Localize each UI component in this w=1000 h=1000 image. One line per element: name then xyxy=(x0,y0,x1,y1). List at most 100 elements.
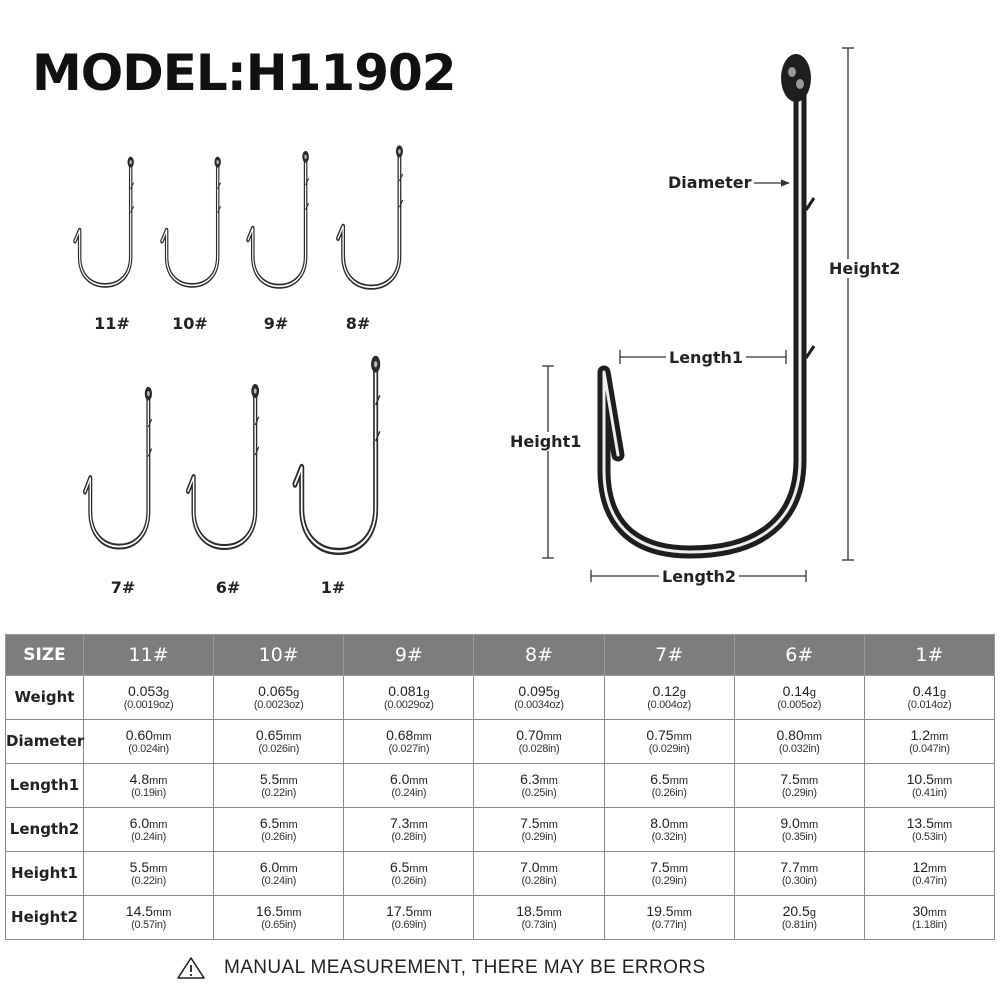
size-label-7: 7# xyxy=(110,578,136,597)
cell-unit: mm xyxy=(799,774,819,787)
cell-conversion: (0.81in) xyxy=(781,918,817,931)
cell-number: 0.65 xyxy=(255,726,284,743)
cell-unit: mm xyxy=(413,730,432,743)
disclaimer: MANUAL MEASUREMENT, THERE MAY BE ERRORS xyxy=(176,956,706,980)
cell-conversion: (0.29in) xyxy=(651,874,687,887)
cell-number: 6.3 xyxy=(520,770,540,787)
cell-value: 6.5mm xyxy=(214,816,343,832)
table-cell: 10.5mm(0.41in) xyxy=(863,763,996,808)
table-cell: 14.5mm(0.57in) xyxy=(82,895,215,940)
cell-unit: mm xyxy=(409,818,428,831)
cell-number: 18.5 xyxy=(516,902,544,919)
cell-value: 10.5mm xyxy=(865,772,994,788)
table-cell: 19.5mm(0.77in) xyxy=(603,895,735,940)
cell-conversion: (0.26in) xyxy=(651,786,687,799)
cell-conversion: (0.014oz) xyxy=(907,698,952,711)
table-cell: 6.5mm(0.26in) xyxy=(213,807,345,852)
cell-unit: mm xyxy=(543,906,562,919)
cell-conversion: (0.47in) xyxy=(911,874,947,887)
cell-unit: g xyxy=(553,686,560,699)
size-label-1: 1# xyxy=(320,578,346,597)
cell-value: 0.12g xyxy=(605,684,734,700)
cell-conversion: (0.24in) xyxy=(391,786,427,799)
cell-unit: mm xyxy=(149,862,168,875)
cell-conversion: (0.41in) xyxy=(911,786,947,799)
hook-10 xyxy=(162,157,221,286)
cell-number: 0.41 xyxy=(912,682,940,699)
table-cell: 6.5mm(0.26in) xyxy=(603,763,735,808)
cell-value: 7.0mm xyxy=(474,860,603,876)
cell-value: 4.8mm xyxy=(84,772,213,788)
cell-number: 0.053 xyxy=(127,682,164,699)
cell-conversion: (0.69in) xyxy=(391,918,427,931)
cell-number: 16.5 xyxy=(255,902,284,919)
cell-unit: mm xyxy=(933,818,953,831)
hook-8 xyxy=(338,145,403,287)
cell-unit: g xyxy=(679,686,686,699)
cell-number: 6.5 xyxy=(259,814,280,831)
table-cell: 6.5mm(0.26in) xyxy=(343,851,475,896)
cell-value: 14.5mm xyxy=(84,904,213,920)
cell-unit: mm xyxy=(283,906,302,919)
cell-conversion: (0.26in) xyxy=(261,830,297,843)
cell-value: 1.2mm xyxy=(865,728,994,744)
cell-value: 0.65mm xyxy=(214,728,343,744)
column-header-9: 9# xyxy=(343,634,475,676)
size-label-6: 6# xyxy=(215,578,241,597)
cell-number: 13.5 xyxy=(906,814,934,831)
cell-value: 0.053g xyxy=(84,684,213,700)
cell-conversion: (0.029in) xyxy=(648,742,690,755)
cell-unit: mm xyxy=(409,862,428,875)
cell-number: 7.0 xyxy=(520,858,540,875)
cell-number: 14.5 xyxy=(125,902,154,919)
table-cell: 20.5g(0.81in) xyxy=(733,895,865,940)
cell-value: 18.5mm xyxy=(474,904,603,920)
table-cell: 12mm(0.47in) xyxy=(863,851,996,896)
cell-conversion: (0.0023oz) xyxy=(253,698,304,711)
cell-conversion: (0.57in) xyxy=(131,918,167,931)
cell-number: 7.3 xyxy=(389,814,410,831)
cell-conversion: (0.35in) xyxy=(781,830,817,843)
table-cell: 13.5mm(0.53in) xyxy=(863,807,996,852)
cell-number: 0.68 xyxy=(386,726,414,743)
cell-number: 19.5 xyxy=(646,902,674,919)
cell-number: 6.5 xyxy=(650,770,670,787)
cell-value: 5.5mm xyxy=(84,860,213,876)
table-cell: 0.70mm(0.028in) xyxy=(473,719,605,764)
cell-value: 0.065g xyxy=(214,684,343,700)
cell-unit: mm xyxy=(928,906,947,919)
table-cell: 7.5mm(0.29in) xyxy=(473,807,605,852)
hook-7 xyxy=(85,387,152,547)
table-cell: 17.5mm(0.69in) xyxy=(343,895,475,940)
cell-value: 6.5mm xyxy=(344,860,473,876)
height2-label: Height2 xyxy=(826,259,904,278)
row-label: Height2 xyxy=(5,895,84,940)
length2-label: Length2 xyxy=(659,567,740,586)
table-cell: 0.12g(0.004oz) xyxy=(603,675,735,720)
cell-number: 9.0 xyxy=(780,814,800,831)
cell-number: 0.80 xyxy=(776,726,804,743)
cell-conversion: (0.24in) xyxy=(261,874,297,887)
hook-1 xyxy=(295,356,380,552)
cell-conversion: (0.026in) xyxy=(258,742,300,755)
cell-unit: mm xyxy=(669,818,689,831)
cell-unit: mm xyxy=(539,818,558,831)
cell-number: 7.5 xyxy=(780,770,800,787)
table-cell: 6.0mm(0.24in) xyxy=(343,763,475,808)
cell-conversion: (0.22in) xyxy=(261,786,297,799)
cell-value: 7.7mm xyxy=(735,860,864,876)
table-cell: 6.0mm(0.24in) xyxy=(213,851,345,896)
table-cell: 0.095g(0.0034oz) xyxy=(473,675,605,720)
cell-unit: mm xyxy=(409,774,428,787)
dimension-lines xyxy=(542,47,854,582)
cell-number: 7.7 xyxy=(780,858,800,875)
cell-unit: mm xyxy=(669,774,689,787)
cell-conversion: (0.29in) xyxy=(521,830,557,843)
disclaimer-text: MANUAL MEASUREMENT, THERE MAY BE ERRORS xyxy=(224,957,706,978)
cell-unit: mm xyxy=(803,730,823,743)
cell-unit: mm xyxy=(153,906,172,919)
column-header-7: 7# xyxy=(603,634,735,676)
